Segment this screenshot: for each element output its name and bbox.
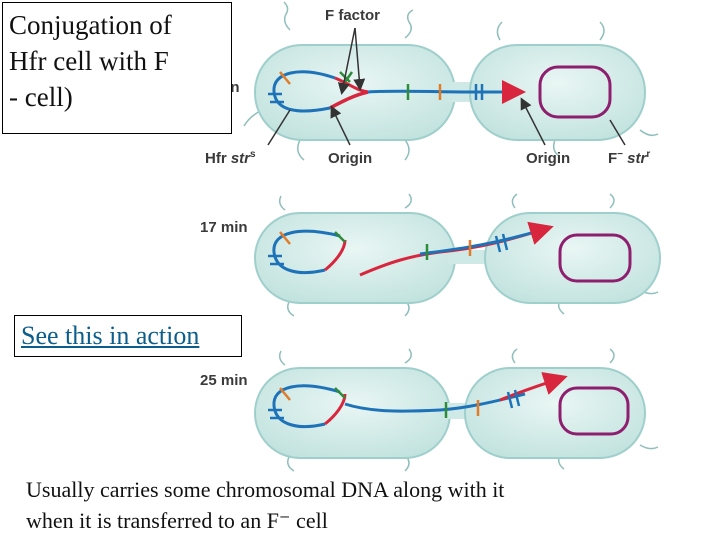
hfr-label: Hfr strs bbox=[205, 149, 256, 167]
stage-10-min: F factor 10 min Hfr strs Origin Origin F… bbox=[192, 1, 659, 167]
origin-label-donor: Origin bbox=[328, 150, 372, 167]
f-factor-label: F factor bbox=[325, 7, 380, 24]
action-link-box: See this in action bbox=[14, 315, 242, 357]
see-in-action-link[interactable]: See this in action bbox=[21, 321, 200, 350]
slide-title: Conjugation of Hfr cell with F - cell) bbox=[2, 2, 232, 134]
stage-25-min: 25 min bbox=[200, 348, 659, 472]
stage-17-min: 17 min bbox=[200, 193, 661, 317]
fminus-label: F− strr bbox=[608, 149, 650, 167]
caption-text: Usually carries some chromosomal DNA alo… bbox=[26, 477, 505, 533]
origin-label-recipient: Origin bbox=[526, 150, 570, 167]
stage-time-25: 25 min bbox=[200, 372, 248, 389]
stage-time-17: 17 min bbox=[200, 219, 248, 236]
